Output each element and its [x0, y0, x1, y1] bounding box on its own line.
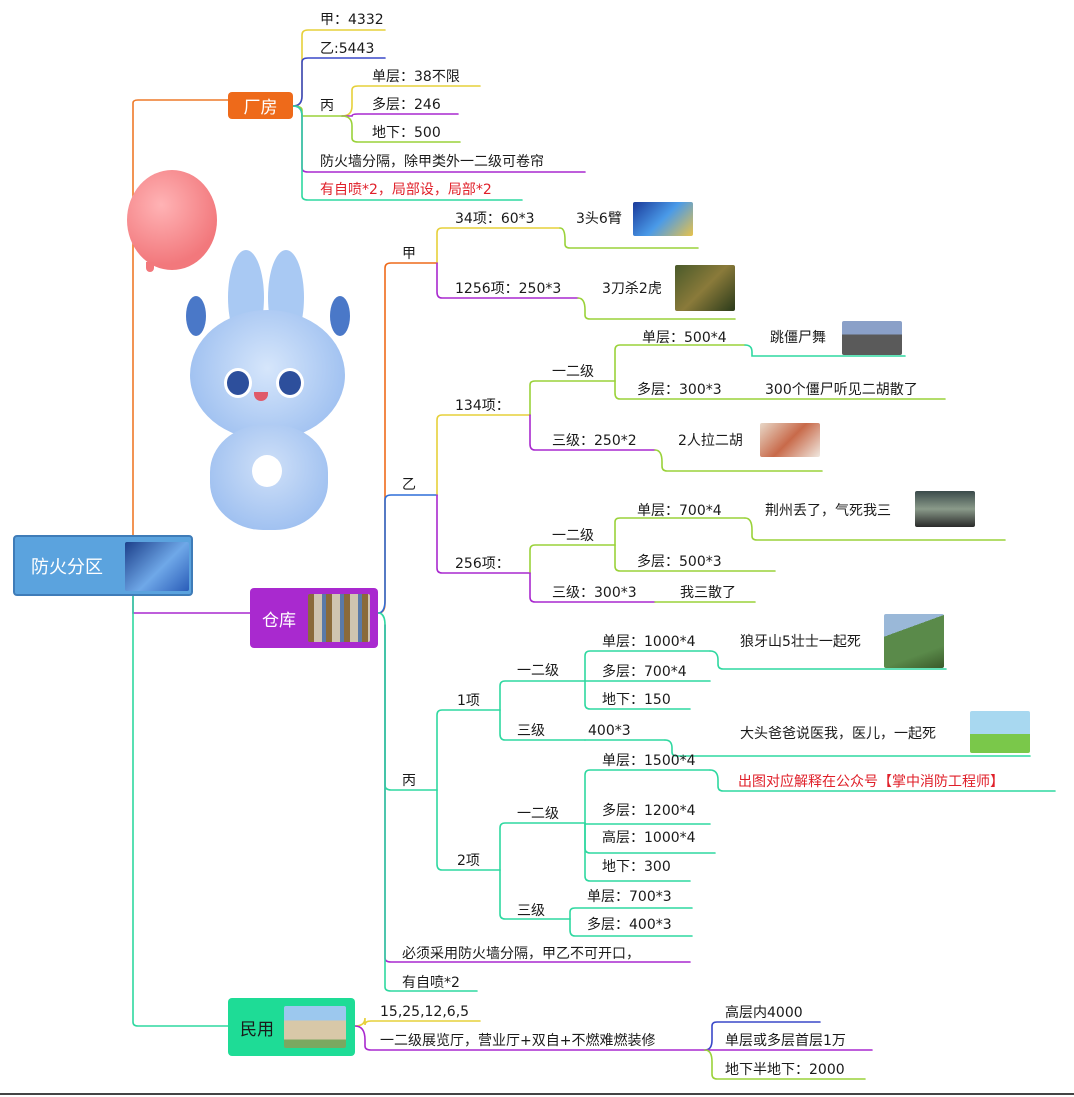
- wh-bing-item2-promo: 出图对应解释在公众号【掌中消防工程师】: [738, 774, 1004, 790]
- wh-bing-label: 丙: [402, 773, 416, 789]
- factory-sprinkler-note: 有自喷*2，局部设，局部*2: [320, 182, 492, 198]
- factory-wall-note: 防火墙分隔，除甲类外一二级可卷帘: [320, 154, 544, 170]
- factory-jia: 甲：4332: [320, 12, 384, 28]
- wh-bing-item2-l3-multi: 多层：400*3: [587, 917, 672, 933]
- factory-bing-multi: 多层：246: [372, 97, 441, 113]
- mascot-horn-left: [186, 296, 206, 336]
- wh-jia-item2-tip: 3刀杀2虎: [602, 281, 662, 297]
- wh-yi-g134-multi: 多层：300*3: [637, 382, 722, 398]
- factory-node[interactable]: 厂房: [228, 92, 293, 119]
- wh-bing-item1-tip: 狼牙山5壮士一起死: [740, 634, 861, 650]
- mascot-eye-left: [224, 368, 252, 398]
- civil-numbers: 15,25,12,6,5: [380, 1004, 470, 1020]
- civil-high: 高层内4000: [725, 1005, 803, 1021]
- warehouse-label: 仓库: [262, 610, 296, 631]
- factory-label: 厂房: [243, 98, 278, 118]
- wh-wall-note: 必须采用防火墙分隔，甲乙不可开口，: [402, 946, 640, 962]
- wh-jia-item2: 1256项：250*3: [455, 281, 562, 297]
- wh-bing-item2-l3: 三级: [517, 903, 545, 919]
- wh-bing-item1: 1项: [457, 693, 480, 709]
- wh-yi-label: 乙: [402, 477, 416, 493]
- civil-node[interactable]: 民用: [228, 998, 355, 1056]
- civil-expo: 一二级展览厅，营业厅+双自+不燃难燃装修: [380, 1033, 656, 1049]
- mascot-eye-right: [276, 368, 304, 398]
- family-thumbnail: [970, 711, 1030, 753]
- wh-bing-item2-multi: 多层：1200*4: [602, 803, 696, 819]
- warehouse-photo: [308, 594, 370, 642]
- factory-bing: 丙: [320, 98, 334, 114]
- zombie-dance-thumbnail: [842, 321, 902, 355]
- wh-yi-g134-l3-tip: 2人拉二胡: [678, 433, 743, 449]
- root-node[interactable]: 防火分区: [13, 535, 193, 596]
- balloon-string: [146, 262, 154, 272]
- wh-yi-g256-l3-tip: 我三散了: [680, 585, 736, 601]
- root-label: 防火分区: [31, 556, 103, 578]
- wh-jia-item1-tip: 3头6臂: [576, 211, 622, 227]
- wh-bing-item1-single: 单层：1000*4: [602, 634, 696, 650]
- wh-yi-g256: 256项：: [455, 556, 510, 572]
- wh-bing-item1-multi: 多层：700*4: [602, 664, 687, 680]
- mascot-head: [190, 310, 345, 440]
- wh-yi-g134-l12: 一二级: [552, 364, 594, 380]
- wh-bing-item1-under: 地下：150: [602, 692, 671, 708]
- wh-yi-g256-multi: 多层：500*3: [637, 554, 722, 570]
- civil-under: 地下半地下：2000: [725, 1062, 845, 1078]
- wh-bing-item2: 2项: [457, 853, 480, 869]
- wh-jia-label: 甲: [402, 246, 416, 262]
- tiger-thumbnail: [675, 265, 735, 311]
- root-photo: [125, 542, 189, 591]
- wh-yi-g256-single-tip: 荆州丢了，气死我三: [765, 503, 891, 519]
- wh-bing-item1-l3: 三级: [517, 723, 545, 739]
- balloon-illustration: [127, 170, 217, 270]
- wh-bing-item1-l3-tip: 大头爸爸说医我，医儿，一起死: [740, 726, 936, 742]
- wh-yi-g134: 134项：: [455, 398, 510, 414]
- cartoon-thumbnail: [633, 202, 693, 236]
- factory-bing-under: 地下：500: [372, 125, 441, 141]
- civil-photo: [284, 1006, 346, 1048]
- factory-bing-single: 单层：38不限: [372, 69, 460, 85]
- bottom-divider: [0, 1093, 1074, 1095]
- civil-low: 单层或多层首层1万: [725, 1033, 846, 1049]
- wh-yi-g256-single: 单层：700*4: [637, 503, 722, 519]
- wh-yi-g134-single: 单层：500*4: [642, 330, 727, 346]
- erhu-thumbnail: [760, 423, 820, 457]
- mascot-horn-right: [330, 296, 350, 336]
- factory-yi: 乙:5443: [320, 41, 375, 57]
- wh-bing-item2-l3-single: 单层：700*3: [587, 889, 672, 905]
- mascot-illustration: [180, 250, 355, 535]
- warehouse-node[interactable]: 仓库: [250, 588, 378, 648]
- wh-sprinkler-note: 有自喷*2: [402, 975, 460, 991]
- wh-bing-item2-high: 高层：1000*4: [602, 830, 696, 846]
- mascot-mouth: [254, 392, 268, 401]
- three-kingdoms-thumbnail: [915, 491, 975, 527]
- mascot-belly: [252, 455, 282, 487]
- wh-jia-item1: 34项：60*3: [455, 211, 535, 227]
- wh-bing-item2-l12: 一二级: [517, 806, 559, 822]
- wh-yi-g256-l3: 三级：300*3: [552, 585, 637, 601]
- wh-yi-g134-multi-tip: 300个僵尸听见二胡散了: [765, 382, 918, 398]
- wh-bing-item1-l12: 一二级: [517, 663, 559, 679]
- wh-yi-g256-l12: 一二级: [552, 528, 594, 544]
- wh-bing-item1-l3-val: 400*3: [588, 723, 631, 739]
- wh-bing-item2-single: 单层：1500*4: [602, 753, 696, 769]
- wh-yi-g134-l3: 三级：250*2: [552, 433, 637, 449]
- wh-yi-g134-single-tip: 跳僵尸舞: [770, 330, 826, 346]
- wh-bing-item2-under: 地下：300: [602, 859, 671, 875]
- mountain-thumbnail: [884, 614, 944, 668]
- civil-label: 民用: [240, 1019, 274, 1040]
